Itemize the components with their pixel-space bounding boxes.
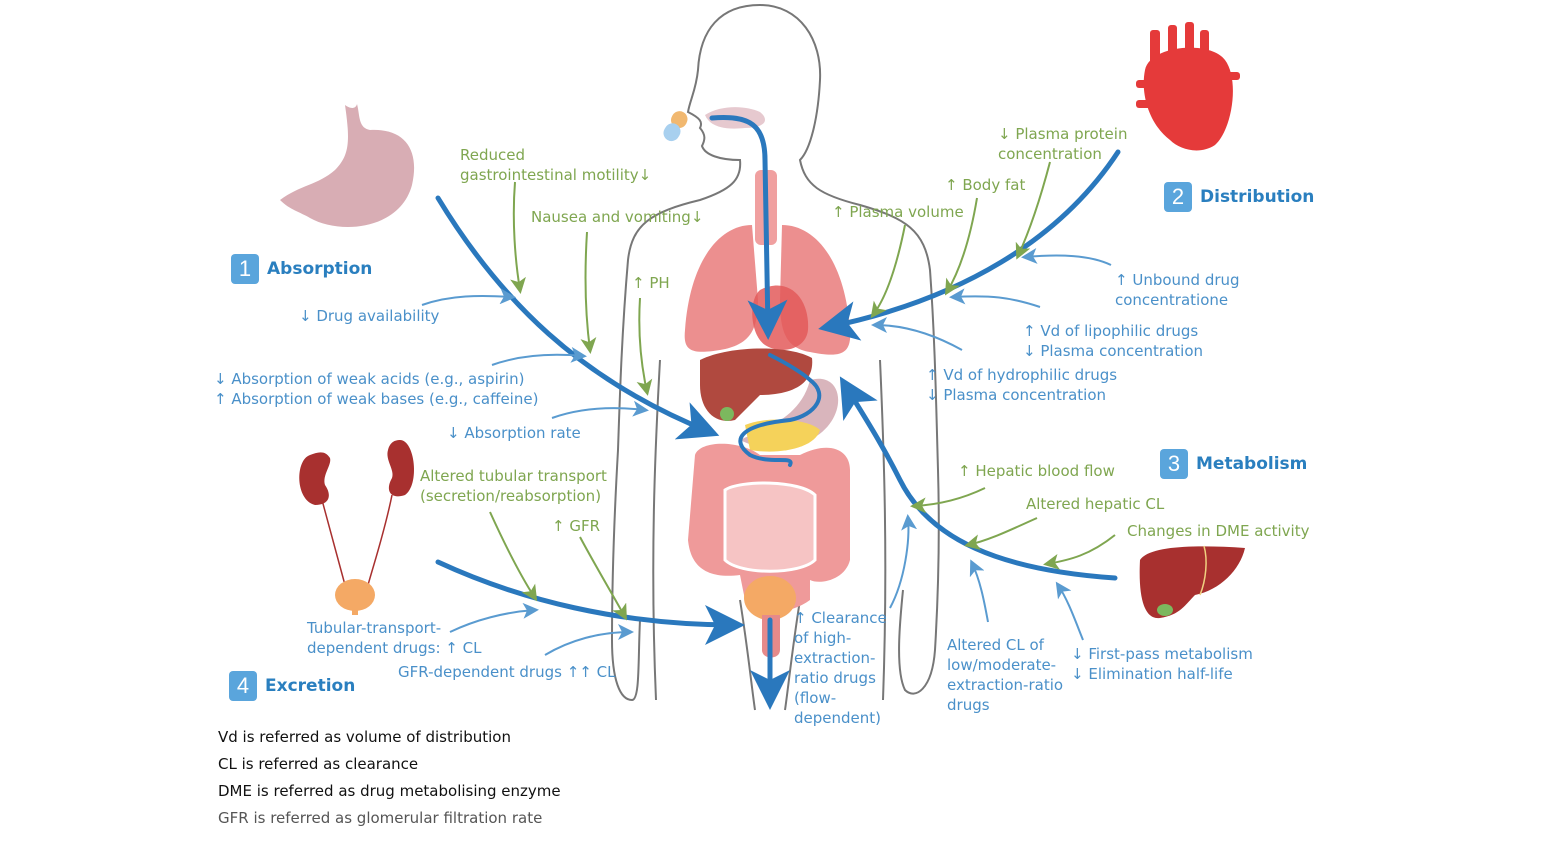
liver-icon <box>1139 545 1245 619</box>
absorption-factor-nausea: Nausea and vomiting↓ <box>531 208 704 226</box>
pill-icon <box>663 111 688 142</box>
abbreviation-legend: Vd is referred as volume of distribution… <box>218 727 561 835</box>
legend-item-dme: DME is referred as drug metabolising enz… <box>218 782 561 800</box>
effect-arrows <box>421 248 1112 656</box>
metabolism-factor-dme-activity: Changes in DME activity <box>1127 522 1310 540</box>
phase-number-badge: 4 <box>229 671 257 701</box>
factor-arrows <box>489 161 1116 621</box>
distribution-factor-body-fat: ↑ Body fat <box>945 176 1026 194</box>
phase-number-badge: 2 <box>1164 182 1192 212</box>
metabolism-effect-high-extraction: ↑ Clearance of high- extraction- ratio d… <box>794 609 887 727</box>
kidneys-bladder-icon <box>299 440 415 615</box>
distribution-effect-unbound-drug: ↑ Unbound drug concentratione <box>1115 271 1240 309</box>
distribution-factor-plasma-protein: ↓ Plasma protein concentration <box>998 125 1128 163</box>
phase-excretion: 4 Excretion <box>229 671 355 701</box>
absorption-effect-rate: ↓ Absorption rate <box>447 424 581 442</box>
distribution-factor-plasma-volume: ↑ Plasma volume <box>832 203 964 221</box>
heart-icon <box>1136 22 1240 151</box>
excretion-arrow <box>435 559 745 645</box>
phase-number-badge: 3 <box>1160 449 1188 479</box>
legend-item-gfr: GFR is referred as glomerular filtration… <box>218 809 543 827</box>
metabolism-factor-hepatic-blood-flow: ↑ Hepatic blood flow <box>958 462 1115 480</box>
absorption-factor-ph: ↑ PH <box>632 274 670 292</box>
excretion-factor-tubular-transport: Altered tubular transport (secretion/rea… <box>420 467 607 505</box>
left-lung-icon <box>684 225 758 352</box>
metabolism-effect-first-pass: ↓ First-pass metabolism ↓ Elimination ha… <box>1071 645 1253 683</box>
excretion-effect-tubular-drugs: Tubular-transport- dependent drugs: ↑ CL <box>307 619 482 657</box>
phase-title: Absorption <box>267 259 373 279</box>
stomach-icon <box>280 104 415 228</box>
phase-title: Distribution <box>1200 187 1315 207</box>
excretion-effect-gfr-drugs: GFR-dependent drugs ↑↑ CL <box>398 663 616 681</box>
phase-title: Excretion <box>265 676 356 696</box>
legend-item-vd: Vd is referred as volume of distribution <box>218 728 511 746</box>
excretion-factor-gfr: ↑ GFR <box>552 517 601 535</box>
phase-title: Metabolism <box>1196 454 1308 474</box>
metabolism-factor-hepatic-cl: Altered hepatic CL <box>1026 495 1165 513</box>
phase-distribution: 2 Distribution <box>1164 182 1314 212</box>
phase-metabolism: 3 Metabolism <box>1160 449 1307 479</box>
absorption-effect-drug-availability: ↓ Drug availability <box>299 307 440 325</box>
main-flow-arrows <box>435 115 1121 710</box>
gi-tract-arrow <box>738 353 822 467</box>
human-body-icon <box>610 4 940 711</box>
ingestion-arrow <box>709 115 788 340</box>
phase-number-badge: 1 <box>231 254 259 284</box>
legend-item-cl: CL is referred as clearance <box>218 755 419 773</box>
distribution-effect-lipophilic: ↑ Vd of lipophilic drugs ↓ Plasma concen… <box>1023 322 1204 360</box>
absorption-effect-weak-acids-bases: ↓ Absorption of weak acids (e.g., aspiri… <box>214 370 539 408</box>
metabolism-effect-low-moderate-extraction: Altered CL of low/moderate- extraction-r… <box>947 636 1064 714</box>
liver-organ-icon <box>700 348 813 421</box>
absorption-factor-gi-motility: Reduced gastrointestinal motility↓ <box>460 146 652 184</box>
phase-absorption: 1 Absorption <box>231 254 372 284</box>
distribution-effect-hydrophilic: ↑ Vd of hydrophilic drugs ↓ Plasma conce… <box>926 366 1118 404</box>
absorption-arrow <box>435 195 720 440</box>
